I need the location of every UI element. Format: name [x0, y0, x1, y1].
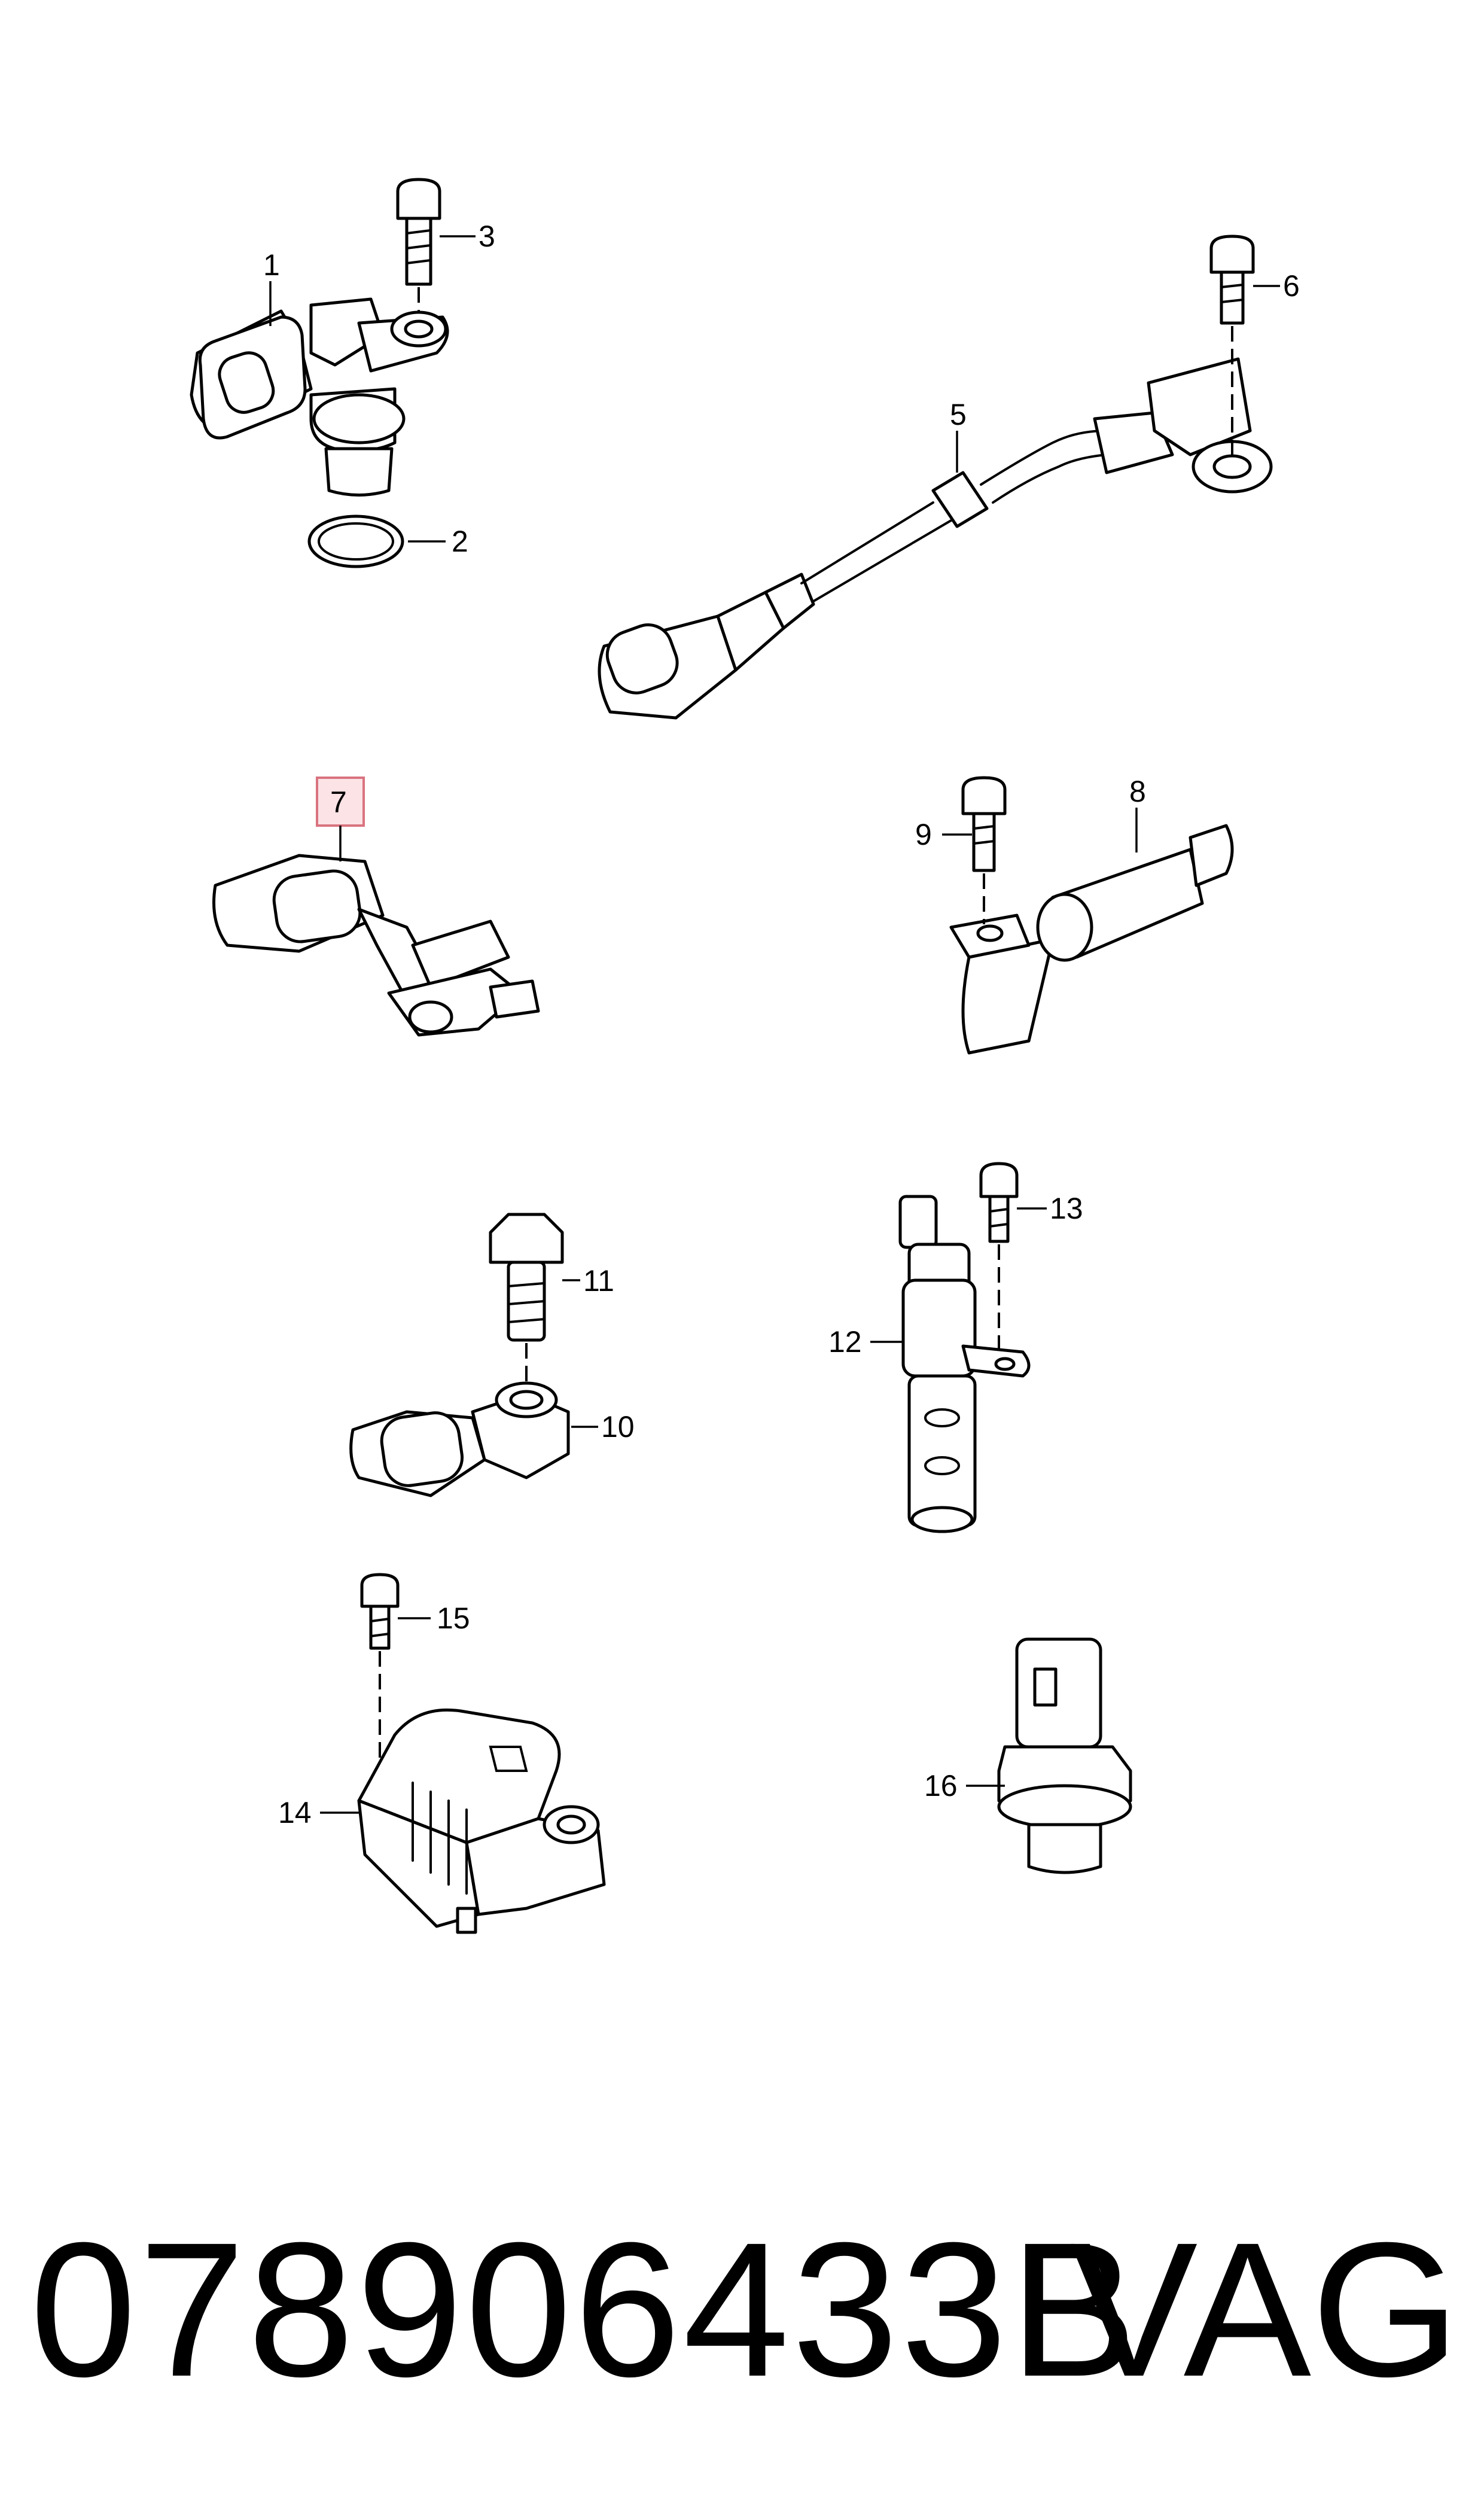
- part-5-sensor-cable: [598, 357, 1273, 720]
- part-9-bolt: [961, 776, 1007, 924]
- callout-12: 12: [828, 1325, 862, 1359]
- parts-diagram: 1 2 3 5 6 7: [190, 178, 1300, 1934]
- part-13-bolt: [979, 1162, 1019, 1358]
- part-12-solenoid-valve: [898, 1195, 1031, 1533]
- callout-16: 16: [924, 1769, 958, 1803]
- callout-3: 3: [479, 220, 495, 253]
- part-number: 078906433B: [30, 2202, 1140, 2416]
- part-14-control-unit: [357, 1708, 606, 1934]
- part-3-bolt: [396, 178, 441, 311]
- callout-15: 15: [437, 1601, 470, 1635]
- part-11-bolt: [489, 1213, 564, 1382]
- callout-11: 11: [583, 1264, 614, 1298]
- callout-13: 13: [1050, 1192, 1083, 1225]
- callout-1: 1: [263, 248, 280, 282]
- callout-14: 14: [278, 1796, 312, 1829]
- part-15-bolt: [360, 1573, 400, 1759]
- callout-5: 5: [950, 398, 967, 431]
- part-7-sensor: [212, 854, 540, 1037]
- callout-7-highlight: [316, 777, 365, 827]
- callout-10: 10: [601, 1410, 635, 1444]
- callout-6: 6: [1283, 269, 1300, 303]
- callout-8: 8: [1129, 775, 1146, 808]
- part-16-pressure-switch: [997, 1637, 1132, 1874]
- part-6-bolt: [1209, 235, 1255, 455]
- part-1-camshaft-sensor: [190, 297, 449, 497]
- part-10-sensor: [349, 1381, 570, 1497]
- callout-2: 2: [452, 525, 468, 558]
- part-2-o-ring: [307, 514, 404, 568]
- callout-9: 9: [915, 818, 932, 851]
- part-8-speed-sensor: [949, 824, 1234, 1055]
- callout-7: 7: [330, 785, 347, 819]
- brand-label: VAG: [1069, 2202, 1460, 2416]
